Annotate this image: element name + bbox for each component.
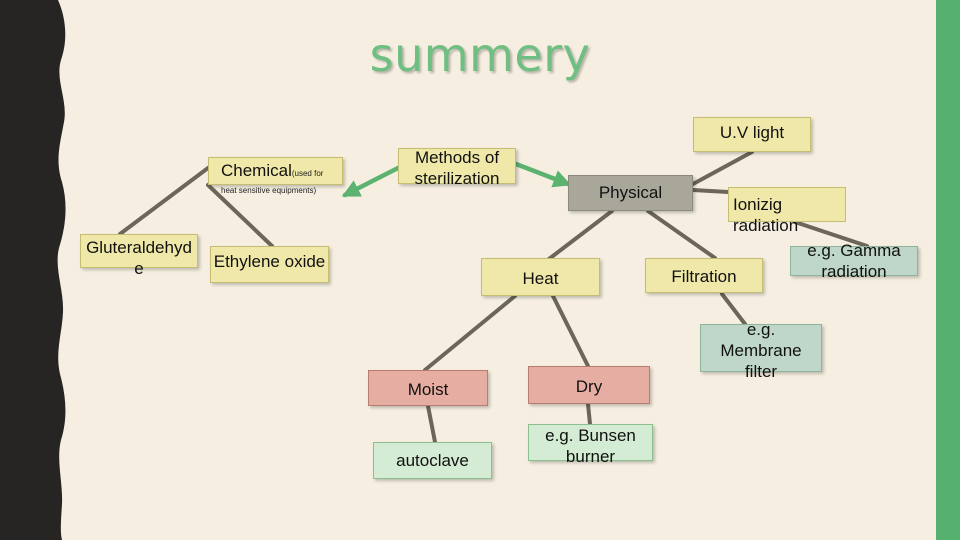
node-chemical: Chemical(used for heat sensitive equipme… [208,157,343,195]
line-moist-autoclave [426,404,437,444]
gamma-label-line2: radiation [821,262,887,281]
line-physical-ionizing [691,188,730,194]
membrane-label-line3: filter [744,362,778,381]
node-ethylene-oxide: Ethylene oxide [210,246,329,283]
node-membrane-filter: e.g. Membrane filter [700,320,822,381]
membrane-label-line1: e.g. [746,320,776,339]
arrow-methods-physical [513,161,572,188]
node-filtration: Filtration [645,258,763,293]
node-bunsen-burner: e.g. Bunsen burner [528,424,653,466]
filtration-label: Filtration [671,267,737,286]
line-heat-moist [423,294,517,372]
arrow-methods-chemical [341,165,401,198]
node-gamma-radiation: e.g. Gamma radiation [790,241,918,281]
heat-label: Heat [522,269,559,288]
gluteraldehyde-label-line2: e [134,259,144,278]
gamma-label-line1: e.g. Gamma [807,241,901,260]
line-chemical-ethylene [206,183,274,248]
bunsen-label-line1: e.g. Bunsen [545,426,636,445]
left-decorative-band [0,0,66,540]
ionizing-label-line1: Ionizig [733,195,783,214]
uv-light-label: U.V light [719,123,785,142]
membrane-label-line2: Membrane [720,341,802,360]
node-ionizing-radiation: Ionizig radiation [728,187,846,235]
node-uv-light: U.V light [693,117,811,152]
node-autoclave: autoclave [373,442,492,479]
physical-label: Physical [598,183,663,202]
chemical-note-line2: heat sensitive equipments) [221,186,317,195]
chemical-label: Chemical [221,161,292,180]
node-dry: Dry [528,366,650,404]
node-methods-of-sterilization: Methods of sterilization [398,148,516,188]
node-moist: Moist [368,370,488,406]
gluteraldehyde-label-line1: Gluteraldehyd [86,238,192,257]
right-accent-band [936,0,960,540]
bunsen-label-line2: burner [565,447,616,466]
autoclave-label: autoclave [396,451,469,470]
line-physical-filtration [646,209,717,260]
ionizing-label-line2: radiation [733,216,799,235]
line-chemical-gluteraldehyde [118,166,210,236]
line-physical-heat [543,209,614,264]
node-physical: Physical [568,175,693,211]
node-gluteraldehyde: Gluteraldehyd e [80,234,198,278]
methods-label-text: Methods of sterilization [414,148,500,188]
moist-label: Moist [407,380,449,399]
ethylene-oxide-label: Ethylene oxide [213,252,326,271]
node-heat: Heat [481,258,600,296]
line-physical-uv [691,150,754,186]
chemical-note-line1: (used for [291,169,324,178]
dry-label: Dry [575,377,603,396]
line-heat-dry [551,294,590,368]
line-dry-bunsen [586,402,592,426]
slide-title: summery [369,28,591,82]
line-ionizing-gamma [793,220,869,248]
line-filtration-membrane [720,292,747,326]
